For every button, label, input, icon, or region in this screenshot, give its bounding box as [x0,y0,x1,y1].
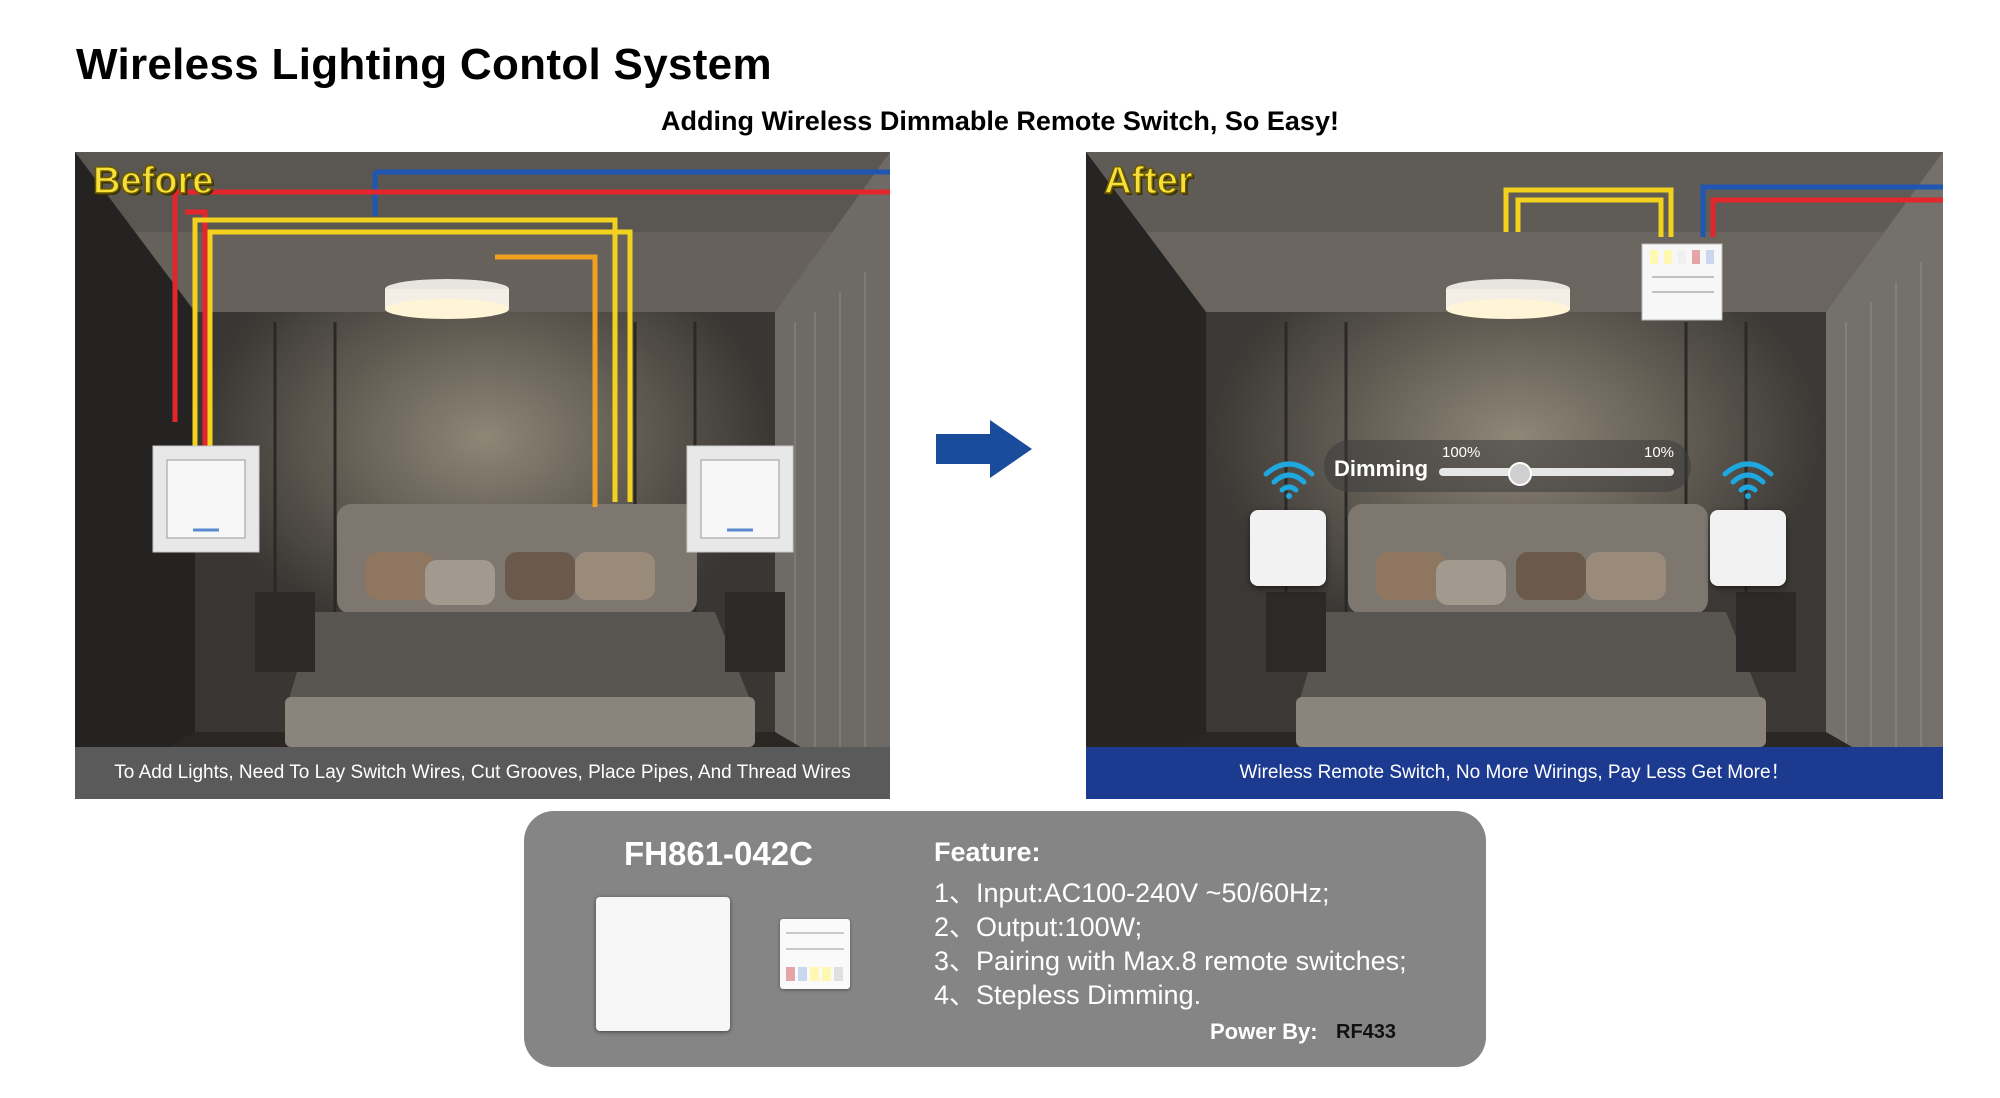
feature-item: 4、Stepless Dimming. [934,980,1202,1010]
page-title: Wireless Lighting Contol System [76,40,772,89]
power-by-value: RF433 [1336,1021,1397,1043]
wifi-icon [1263,461,1315,499]
model-number: FH861-042C [624,835,813,872]
dimming-label: Dimming [1334,456,1429,481]
dimming-max-pct: 100% [1442,444,1481,461]
product-remote-switch [596,897,730,1031]
product-info-card: FH861-042C Feature: 1、Input:AC100-240V ~… [524,811,1486,1067]
dimming-track[interactable] [1439,468,1674,476]
dimming-knob[interactable] [1508,462,1532,486]
arrow-right-icon [936,420,1032,478]
before-panel: Before To Add Lights, Need To Lay Switch… [75,152,890,799]
after-label: After [1103,159,1193,203]
feature-title: Feature: [934,837,1041,867]
dimming-min-pct: 10% [1644,444,1675,461]
feature-item: 1、Input:AC100-240V ~50/60Hz; [934,878,1330,908]
feature-item: 2、Output:100W; [934,912,1143,942]
dimming-slider[interactable]: Dimming 100% 10% [1324,440,1691,492]
wifi-icon [1722,461,1774,499]
before-room-illustration [75,152,890,799]
product-receiver-module [780,919,850,989]
feature-item: 3、Pairing with Max.8 remote switches; [934,946,1407,976]
after-caption: Wireless Remote Switch, No More Wirings,… [1086,747,1943,799]
power-by-label: Power By: [1210,1019,1318,1044]
page-subtitle: Adding Wireless Dimmable Remote Switch, … [661,106,1339,136]
before-label: Before [92,159,214,203]
remote-switch-left[interactable] [1250,510,1326,586]
before-caption: To Add Lights, Need To Lay Switch Wires,… [75,747,890,799]
remote-switch-right[interactable] [1710,510,1786,586]
